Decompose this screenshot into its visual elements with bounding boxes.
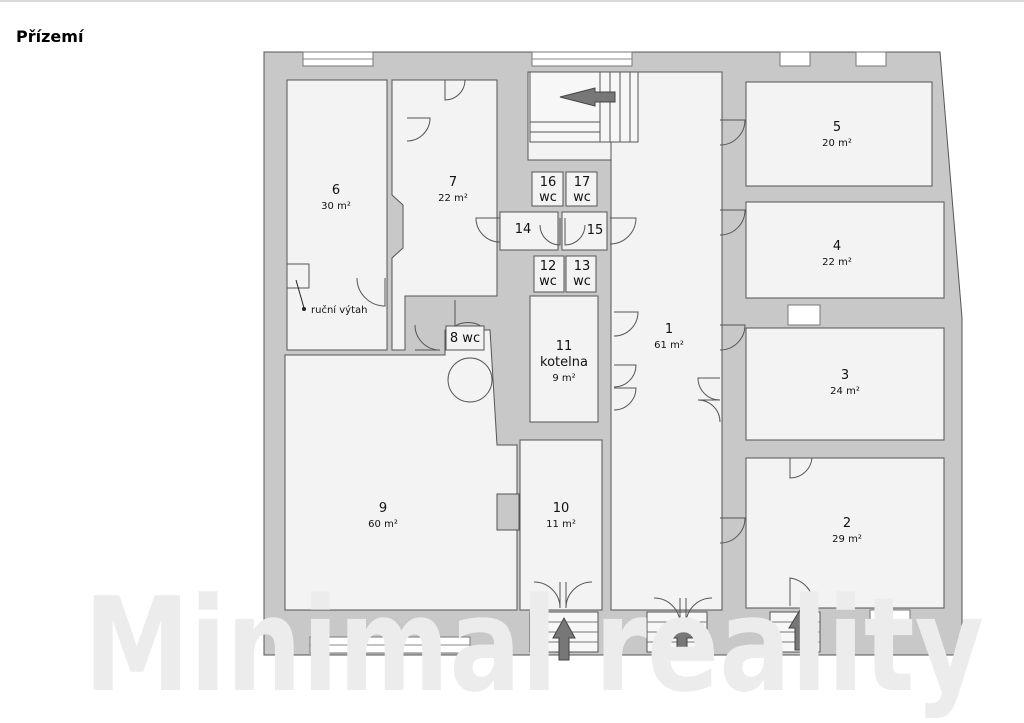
door-swing bbox=[685, 597, 713, 625]
staircase bbox=[529, 71, 639, 143]
door-swing bbox=[697, 399, 721, 423]
watermark: Minimal reality bbox=[84, 569, 984, 721]
room-3-area: 24 m² bbox=[830, 386, 860, 397]
room-11-name: kotelna bbox=[540, 355, 588, 370]
room-7-floor bbox=[391, 79, 498, 351]
window bbox=[869, 609, 911, 629]
door-swing bbox=[613, 311, 639, 337]
window bbox=[787, 304, 821, 326]
door-swing bbox=[719, 119, 746, 146]
room-12-name: wc bbox=[539, 274, 557, 289]
lift-label: ruční výtah bbox=[311, 304, 367, 316]
room-9-floor bbox=[284, 329, 518, 611]
wc-8-floor bbox=[445, 325, 485, 351]
room-11-number: 11 bbox=[556, 339, 573, 354]
entrance-arrow bbox=[552, 616, 576, 661]
door-swing bbox=[564, 218, 586, 246]
room-7-number: 7 bbox=[449, 175, 457, 190]
column-pillar bbox=[496, 493, 520, 531]
room-6-floor bbox=[286, 79, 388, 351]
room-9-number: 9 bbox=[379, 501, 387, 516]
door-swing bbox=[653, 597, 681, 625]
door-swing bbox=[454, 300, 482, 327]
window bbox=[855, 51, 887, 67]
door-swing bbox=[406, 117, 431, 142]
door-swing bbox=[789, 457, 813, 479]
room-9-area: 60 m² bbox=[368, 519, 398, 530]
door-swing bbox=[613, 364, 637, 388]
room-14-floor bbox=[499, 211, 559, 251]
room-6-number: 6 bbox=[332, 183, 340, 198]
door-swing bbox=[719, 517, 746, 544]
room-16-name: wc bbox=[539, 190, 557, 205]
door-swing bbox=[475, 217, 501, 243]
window bbox=[779, 51, 811, 67]
top-divider bbox=[0, 0, 1024, 2]
door-swing bbox=[533, 581, 561, 609]
door-swing bbox=[565, 581, 593, 609]
room-3-number: 3 bbox=[841, 368, 849, 383]
wc-12-floor bbox=[533, 255, 565, 293]
door-swing bbox=[539, 218, 561, 246]
room-5-floor bbox=[745, 81, 933, 187]
room-1-floor bbox=[610, 71, 723, 611]
entrance-arrow bbox=[788, 609, 812, 651]
wc-16-floor bbox=[531, 171, 564, 207]
room-10-floor bbox=[519, 439, 603, 611]
door-swing bbox=[414, 324, 441, 351]
room-4-floor bbox=[745, 201, 945, 299]
door-swing bbox=[789, 577, 815, 607]
room-2-area: 29 m² bbox=[832, 534, 862, 545]
door-swing bbox=[356, 277, 386, 307]
floor-heading: Přízemí bbox=[16, 27, 84, 46]
door-swing bbox=[444, 79, 466, 101]
lift-leader-line bbox=[295, 279, 305, 309]
lift-shaft bbox=[286, 263, 310, 289]
room-7-area: 22 m² bbox=[438, 193, 468, 204]
entrance-arrow bbox=[670, 616, 694, 661]
room-5-number: 5 bbox=[833, 120, 841, 135]
door-swing bbox=[719, 209, 746, 236]
room-1-area: 61 m² bbox=[654, 340, 684, 351]
stair-direction-arrow bbox=[559, 87, 616, 107]
room-11-floor bbox=[529, 295, 599, 423]
round-column bbox=[447, 357, 493, 403]
room-14-number: 14 bbox=[515, 222, 532, 237]
lift-leader-dot bbox=[302, 307, 306, 311]
room-3-floor bbox=[745, 327, 945, 441]
room-17-number: 17 bbox=[574, 175, 591, 190]
room-5-area: 20 m² bbox=[822, 138, 852, 149]
room-16-number: 16 bbox=[540, 175, 557, 190]
room-2-number: 2 bbox=[843, 516, 851, 531]
room-4-area: 22 m² bbox=[822, 257, 852, 268]
room-15-number: 15 bbox=[587, 223, 604, 238]
room-13-number: 13 bbox=[574, 259, 591, 274]
room-6-area: 30 m² bbox=[321, 201, 351, 212]
room-17-name: wc bbox=[573, 190, 591, 205]
room-13-name: wc bbox=[573, 274, 591, 289]
room-11-area: 9 m² bbox=[552, 373, 575, 384]
room-4-number: 4 bbox=[833, 239, 841, 254]
room-2-floor bbox=[745, 457, 945, 609]
room-12-number: 12 bbox=[540, 259, 557, 274]
door-swing bbox=[719, 324, 746, 351]
room-1-number: 1 bbox=[665, 322, 673, 337]
door-swing bbox=[613, 387, 637, 411]
door-swing bbox=[609, 217, 637, 245]
room-8-label: 8 wc bbox=[450, 331, 480, 346]
wc-13-floor bbox=[565, 255, 597, 293]
wc-17-floor bbox=[565, 171, 598, 207]
room-10-area: 11 m² bbox=[546, 519, 576, 530]
room-10-number: 10 bbox=[553, 501, 570, 516]
